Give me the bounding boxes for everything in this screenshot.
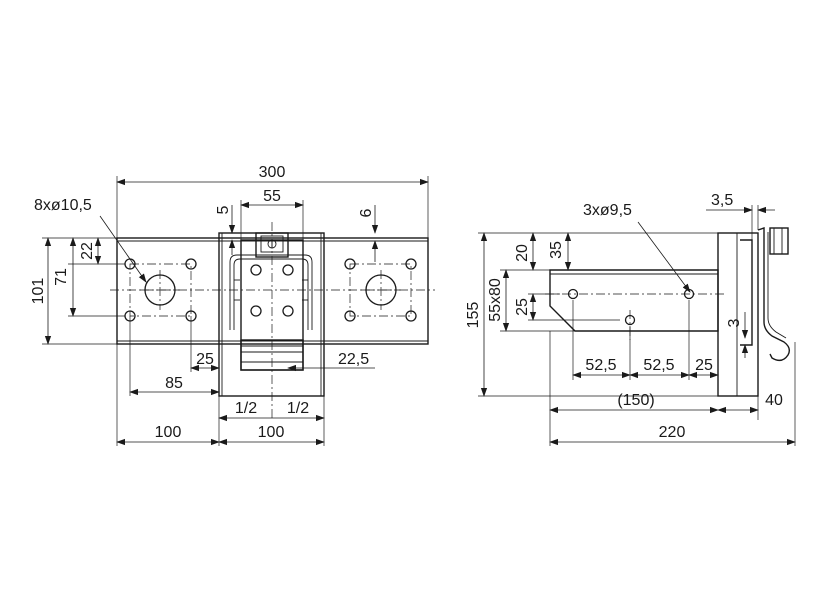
dim-label-bracket-width: 55 [263,188,281,205]
dim-label-lip: 3 [726,318,743,327]
bolt-hole [405,310,417,322]
label-hole-spec: 8xø10,5 [34,197,92,214]
dim-label-left-width: 100 [155,424,182,441]
dim-label-pitch-2: 52,5 [643,357,674,374]
dim-label-half-left: 1/2 [235,400,257,417]
dim-label-slot-offset: 5 [215,205,232,214]
dim-label-side-hole-spacing: 25 [514,298,531,316]
dim-label-center-width: 100 [258,424,285,441]
arm-hole [567,288,579,300]
dim-label-offset-22-5: 22,5 [338,351,369,368]
dim-label-edge-offset: 6 [358,208,375,217]
bolt-hole [282,264,294,276]
bolt-hole [282,305,294,317]
dim-label-overall-height: 155 [465,302,482,329]
wall-plate [717,232,759,397]
front-view: 300 55 5 6 8xø10,5 101 71 22 25 [30,164,435,446]
dim-label-section: 55x80 [487,278,504,322]
clamp-frame [229,254,313,330]
bracket-hole-pattern [250,264,294,317]
bolt-pattern-box [129,263,192,317]
hook-lip [757,227,791,362]
bolt-pattern-box [349,263,412,317]
bolt-hole [344,258,356,270]
dim-label-hole-spacing-h: 85 [165,375,183,392]
arm-hole [624,314,636,326]
dim-label-pitch-1: 52,5 [585,357,616,374]
label-side-hole-spec: 3xø9,5 [583,202,632,219]
hook-profile [740,239,753,346]
side-view: 3xø9,5 155 55x80 20 25 35 52,5 52,5 25 [465,192,796,446]
front-base-plate [116,237,429,345]
dim-label-reach: (150) [617,392,654,409]
leader-side-hole-spec [637,221,691,293]
dim-label-hole-spacing-v: 71 [53,268,70,286]
bolt-hole [250,264,262,276]
dim-label-half-right: 1/2 [287,400,309,417]
bolt-hole [344,310,356,322]
dim-label-hole-offset-top: 22 [79,242,96,260]
hook-top-cap [769,227,789,255]
dim-label-plate-height: 101 [30,278,47,305]
dim-label-thickness: 3,5 [711,192,733,209]
leader-hole-spec [99,215,147,283]
bolt-hole [250,305,262,317]
dim-label-depth-40: 40 [765,392,783,409]
dim-label-end-25: 25 [695,357,713,374]
dim-label-top-offset-20: 20 [514,244,531,262]
clamp-frame-inner [233,258,309,330]
dim-label-overall-length: 220 [659,424,686,441]
right-hole-pattern [344,258,417,322]
dim-label-top-offset-35: 35 [548,241,565,259]
dim-label-overall-width: 300 [259,164,286,181]
bolt-hole [405,258,417,270]
bolt-hole [185,258,197,270]
bracket-arm [549,269,719,332]
dim-label-hole-offset-25: 25 [196,351,214,368]
hook-lip-inner [767,232,787,339]
